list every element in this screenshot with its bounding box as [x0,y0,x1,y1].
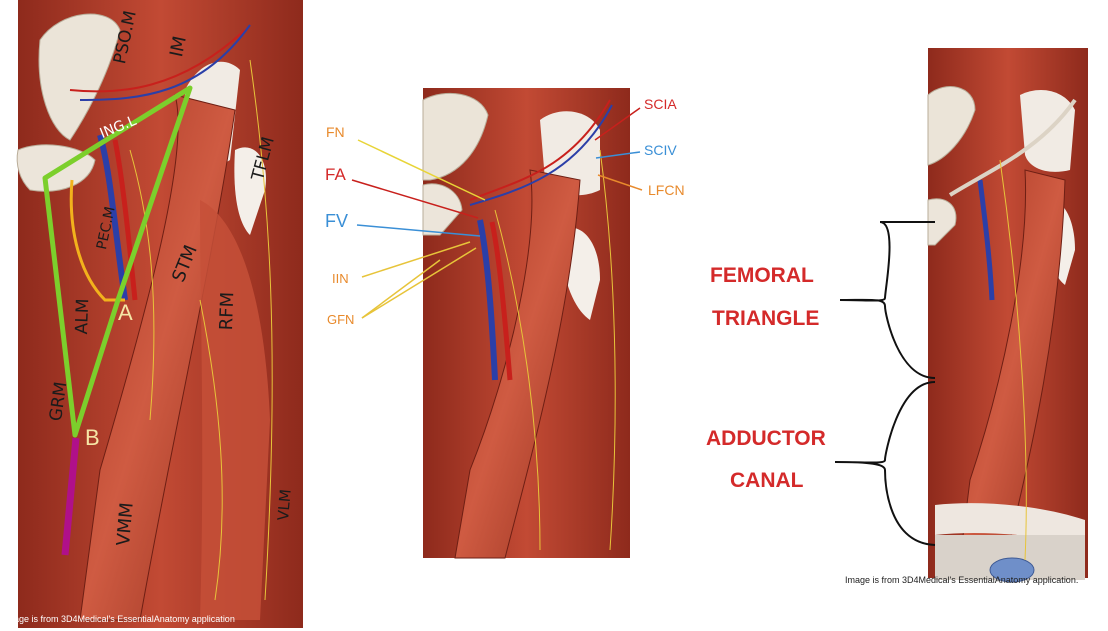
femoral-triangle-outline [42,85,193,438]
fv-leader-line [356,224,481,237]
sciv-leader-line [595,151,641,159]
label-vmm: VMM [113,501,138,547]
label-im: IM [166,34,191,59]
label-alm: ALM [72,298,94,335]
adductor-canal-line [61,437,80,556]
femoral-triangle-brace [839,221,936,379]
label-fa: FA [325,165,346,184]
left-credit-text: Image is from 3D4Medical's EssentialAnat… [4,614,235,624]
label-sciv: SCIV [644,142,677,158]
label-rfm: RFM [216,291,239,331]
left-panel-illustration [16,0,303,628]
label-iin: IIN [332,271,349,286]
adductor-canal-label-line1: ADDUCTOR [706,427,826,450]
femoral-triangle-label-line1: FEMORAL [710,264,814,287]
lfcn-leader-line [597,174,643,191]
adductor-canal-label-line2: CANAL [730,469,804,492]
label-vlm: VLM [274,488,295,522]
adductor-canal-brace [834,381,936,546]
label-lfcn: LFCN [648,182,685,198]
label-fv: FV [325,211,349,231]
point-a-label: A [118,300,133,325]
label-gfn: GFN [327,312,355,327]
femoral-triangle-label-line2: TRIANGLE [712,307,820,330]
iin-leader-line [361,241,471,278]
right-credit-text: Image is from 3D4Medical's EssentialAnat… [845,575,1079,585]
fa-leader-line [351,179,479,219]
label-scia: SCIA [644,96,677,112]
gfn-leader-line-1 [361,259,441,319]
point-b-label: B [85,425,100,450]
gfn-leader-line-2 [361,247,477,319]
right-panel-illustration [834,48,1088,583]
middle-panel-illustration [351,88,643,559]
label-fn: FN [326,124,345,140]
scia-leader-line [594,107,641,141]
fn-leader-line [357,139,486,201]
